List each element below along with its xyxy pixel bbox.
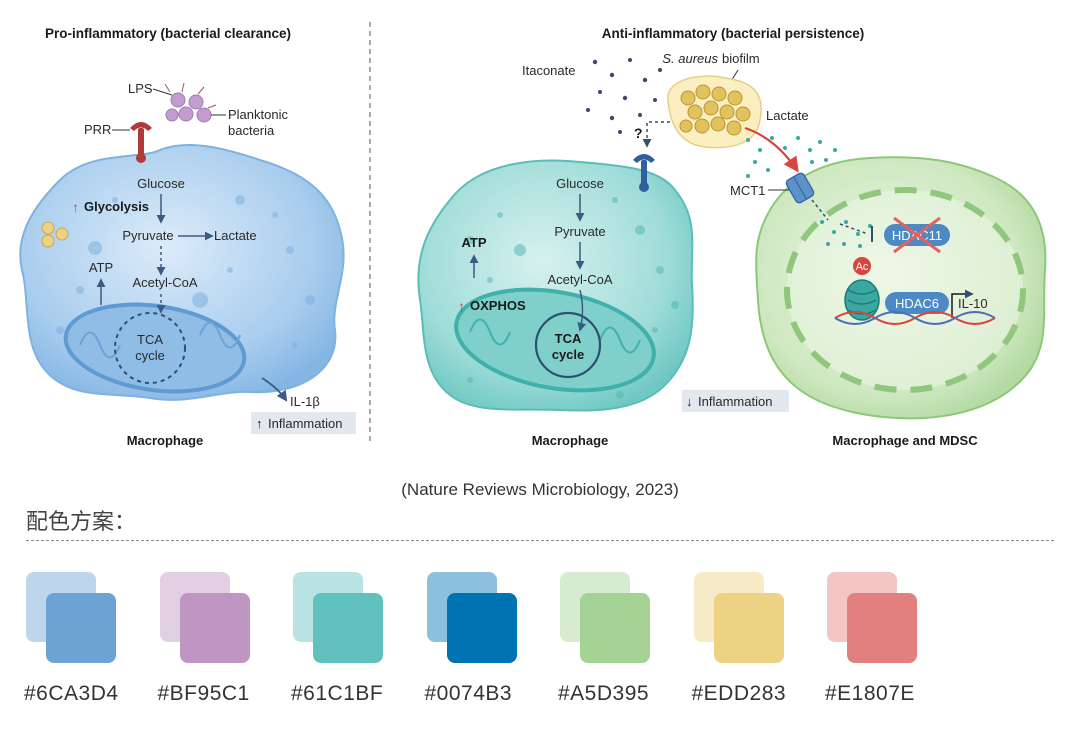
left-cell-label: Macrophage <box>127 433 204 448</box>
left-panel: Pro-inflammatory (bacterial clearance) T… <box>19 26 356 448</box>
left-glucose: Glucose <box>137 176 185 191</box>
left-pyruvate: Pyruvate <box>122 228 173 243</box>
right-tca-label-2: cycle <box>552 347 585 362</box>
left-tca-label-1: TCA <box>137 332 163 347</box>
biofilm-bacteria <box>679 84 751 136</box>
lactate-molecules <box>746 136 837 178</box>
receptor-icon <box>633 154 655 192</box>
figure-caption: (Nature Reviews Microbiology, 2023) <box>401 480 679 499</box>
right-oxphos: OXPHOS <box>470 298 526 313</box>
right-tca-cycle-ring <box>534 311 602 379</box>
swatch-hex-label: #6CA3D4 <box>24 682 119 705</box>
dna-icon <box>834 311 996 325</box>
right-inflammation: Inflammation <box>698 394 772 409</box>
swatch-solid-square <box>179 593 250 663</box>
left-panel-title: Pro-inflammatory (bacterial clearance) <box>45 26 291 41</box>
up-arrow-icon: ↑ <box>256 416 263 431</box>
right-cell-label-2: Macrophage and MDSC <box>832 433 978 448</box>
right-tca-label-1: TCA <box>555 331 582 346</box>
right-pyruvate: Pyruvate <box>554 224 605 239</box>
swatch-hex-label: #BF95C1 <box>157 682 250 705</box>
right-cell-label-1: Macrophage <box>532 433 609 448</box>
right-glucose: Glucose <box>556 176 604 191</box>
swatch-hex-label: #61C1BF <box>291 682 384 705</box>
swatch-solid-square <box>446 593 517 663</box>
intracellular-lactate <box>820 220 872 248</box>
nucleosome-icon <box>844 279 880 321</box>
dashed-separator <box>26 540 1054 541</box>
il1b-label: IL-1β <box>290 394 320 409</box>
left-cytoplasm-dots <box>47 195 315 348</box>
receptor-icon <box>130 122 152 163</box>
planktonic-bacteria <box>165 92 212 123</box>
transporter-icon <box>785 172 815 204</box>
color-swatch: #A5D395 <box>558 572 680 712</box>
planktonic-label-2: bacteria <box>228 123 275 138</box>
acetyl-badge <box>853 257 871 275</box>
biofilm-species: S. aureus <box>662 51 718 66</box>
inhibited-x-icon <box>893 216 941 254</box>
right-panel-title: Anti-inflammatory (bacterial persistence… <box>602 26 865 41</box>
color-swatch: #6CA3D4 <box>24 572 146 712</box>
swatch-hex-label: #0074B3 <box>424 682 513 705</box>
color-swatch: #61C1BF <box>291 572 413 712</box>
transcription-start-icon <box>951 289 974 318</box>
left-inflammation: Inflammation <box>268 416 342 431</box>
left-atp: ATP <box>89 260 113 275</box>
right-cytoplasm-dots <box>466 197 679 399</box>
swatch-hex-label: #A5D395 <box>558 682 650 705</box>
swatch-hex-label: #EDD283 <box>691 682 787 705</box>
itaconate-molecules <box>586 58 662 134</box>
swatch-hex-label: #E1807E <box>825 682 915 705</box>
left-mitochondrion-cristae <box>79 321 241 359</box>
right-acetyl-coa: Acetyl-CoA <box>547 272 612 287</box>
hdac6-label: HDAC6 <box>895 296 939 311</box>
down-arrow-icon: ↓ <box>686 394 693 409</box>
lactate-uptake-arrow <box>744 126 799 173</box>
lps-label: LPS <box>128 81 153 96</box>
up-arrow-icon: ↑ <box>72 199 79 215</box>
swatch-solid-square <box>46 593 116 663</box>
right-mitochondrion <box>454 287 656 393</box>
planktonic-label-1: Planktonic <box>228 107 288 122</box>
left-lactate: Lactate <box>214 228 257 243</box>
left-acetyl-coa: Acetyl-CoA <box>132 275 197 290</box>
color-swatch: #E1807E <box>825 572 947 712</box>
biofilm-word: biofilm <box>722 51 760 66</box>
question-mark: ? <box>634 125 643 141</box>
left-tca-cycle-ring <box>114 312 186 384</box>
swatch-solid-square <box>713 593 784 663</box>
mct1-label: MCT1 <box>730 183 765 198</box>
itaconate-label: Itaconate <box>522 63 576 78</box>
ac-label: Ac <box>856 261 869 273</box>
diagram-canvas: Pro-inflammatory (bacterial clearance) T… <box>19 22 1047 448</box>
il10-label: IL-10 <box>958 296 988 311</box>
swatch-solid-square <box>313 593 383 663</box>
right-inflammation-box <box>682 390 789 412</box>
swatch-solid-square <box>847 593 917 663</box>
prr-label: PRR <box>84 122 111 137</box>
left-engulfed-bacteria <box>41 221 69 248</box>
color-swatch: #0074B3 <box>424 572 547 712</box>
right-atp: ATP <box>461 235 486 250</box>
up-arrow-icon: ↑ <box>458 298 465 314</box>
swatch-solid-square <box>580 593 650 663</box>
hdac6-box <box>885 292 949 314</box>
right-lactate-label: Lactate <box>766 108 809 123</box>
mdsc-nucleus-envelope <box>784 187 1026 393</box>
right-mitochondrion-cristae <box>469 318 641 354</box>
color-swatch: #EDD283 <box>691 572 814 712</box>
left-glycolysis: Glycolysis <box>84 199 149 214</box>
left-tca-label-2: cycle <box>135 348 165 363</box>
color-scheme-title: 配色方案： <box>26 510 137 535</box>
right-panel: Anti-inflammatory (bacterial persistence… <box>417 26 1047 448</box>
left-inflammation-box <box>251 412 356 434</box>
color-swatch: #BF95C1 <box>157 572 280 712</box>
